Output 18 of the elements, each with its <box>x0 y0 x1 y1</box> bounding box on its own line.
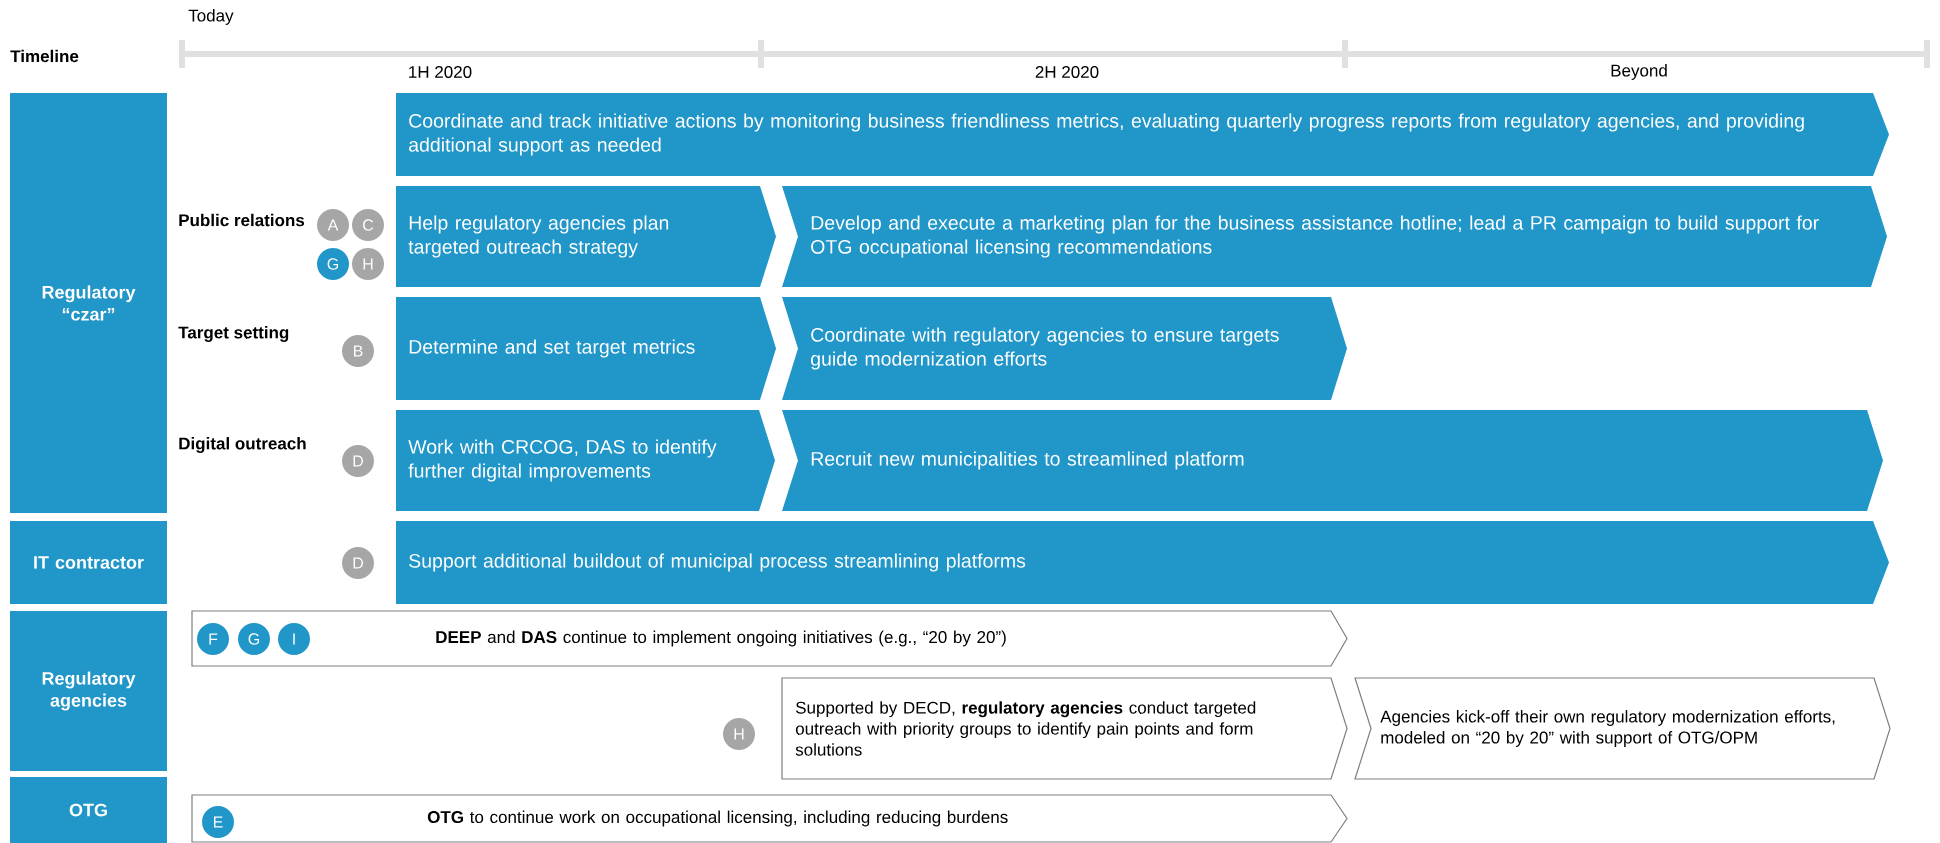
row-header: Regulatory agencies <box>10 611 167 771</box>
chevron-bar: Recruit new municipalities to streamlined platform <box>782 410 1883 511</box>
chevron-bar: Help regulatory agencies plan targeted outreach strategy <box>396 186 776 287</box>
timeline-label: Timeline <box>10 49 79 63</box>
chevron-bar: Support additional buildout of municipal process streamlining platforms <box>396 521 1890 604</box>
chevron-bar: Coordinate with regulatory agencies to ensure targets guide modernization efforts <box>782 297 1347 400</box>
row-header: IT contractor <box>10 521 167 604</box>
chevron-bar: Develop and execute a marketing plan for the business assistance hotline; lead a PR campaign to build support for OTG occupational licensing recommendations <box>782 186 1887 287</box>
chevron-bar: Work with CRCOG, DAS to identify further digital improvements <box>396 410 775 511</box>
outlined-chevron: Supported by DECD, regulatory agencies conduct targeted outreach with priority groups to identify pain points and form solutions <box>781 677 1348 780</box>
track-label: Digital outreach <box>179 437 306 453</box>
outlined-chevron: Agencies kick-off their own regulatory modernization efforts, modeled on “20 by 20” with support of OTG/OPM <box>1354 677 1891 780</box>
chevron-bar: Coordinate and track initiative actions by monitoring business friendliness metrics, evaluating quarterly progress reports from regulatory agencies, and providing additional support as needed <box>396 93 1890 176</box>
track-label: Public relations <box>179 213 305 227</box>
chevron-bar: Determine and set target metrics <box>396 297 776 400</box>
row-header: OTG <box>10 777 167 843</box>
today-label: Today <box>188 9 234 25</box>
row-header: Regulatory “czar” <box>10 93 167 513</box>
